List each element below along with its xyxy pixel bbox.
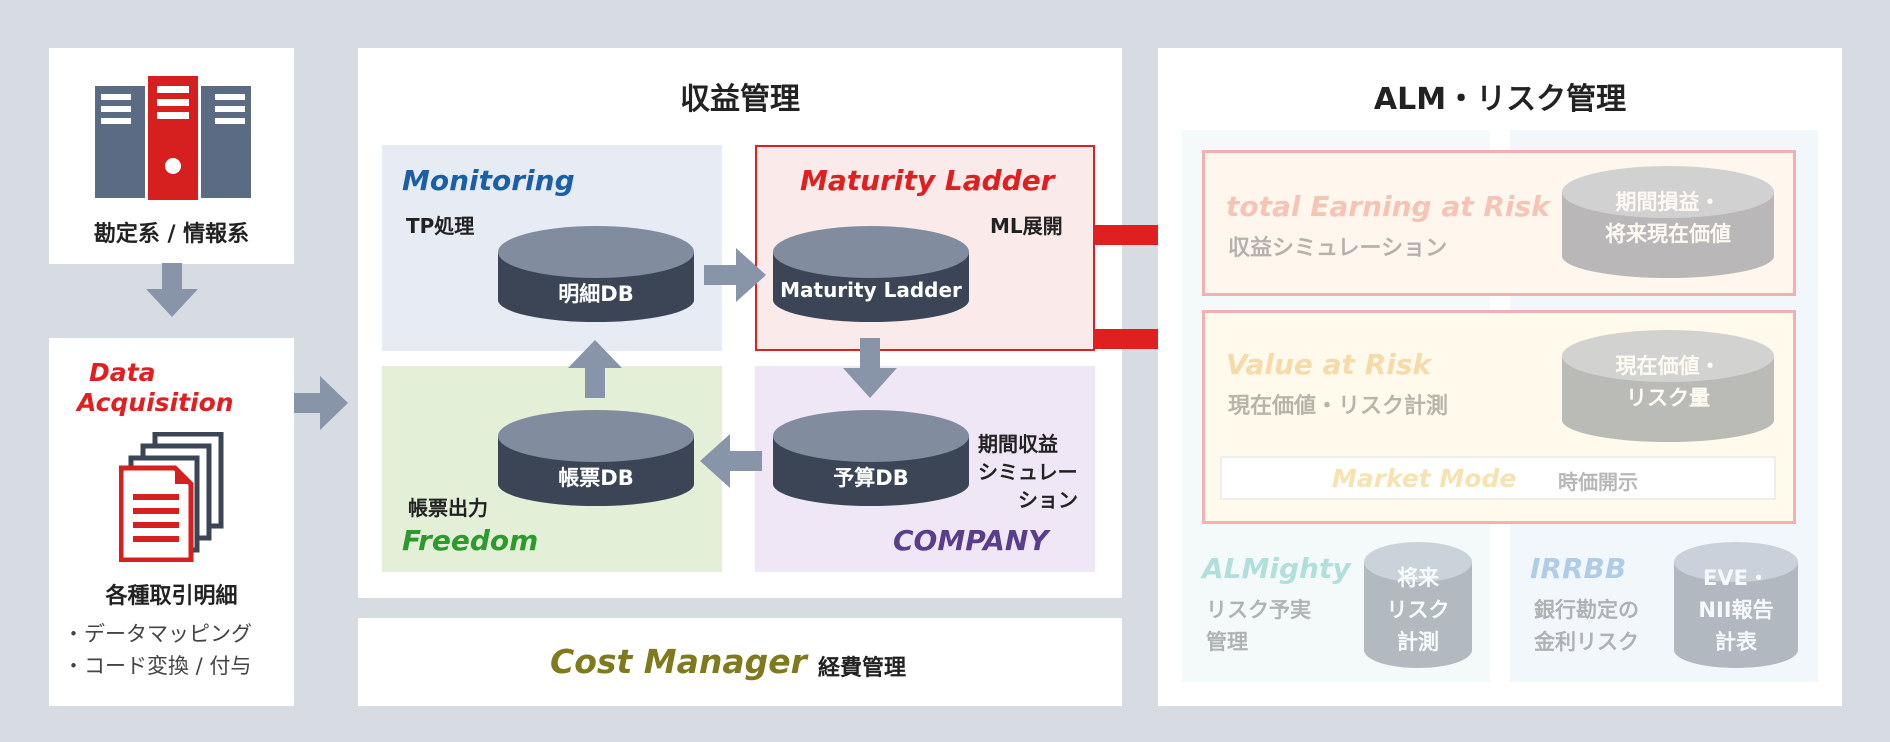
market-mode-box	[1220, 456, 1776, 500]
cost-manager-sub: 経費管理	[818, 656, 907, 681]
irrbb-db-line1: EVE・	[1703, 566, 1769, 590]
maturity-db-label: Maturity Ladder	[780, 278, 962, 302]
freedom-sub: 帳票出力	[408, 496, 488, 520]
meisai-db: 明細DB	[498, 226, 694, 324]
irrbb-db: EVE・ NII報告 計表	[1674, 542, 1798, 670]
yosan-db: 予算DB	[773, 410, 969, 508]
maturity-db: Maturity Ladder	[773, 226, 969, 324]
company-sub-line3: ション	[1018, 488, 1078, 512]
alm-title: ALM・リスク管理	[1373, 82, 1627, 117]
freedom-title: Freedom	[402, 524, 539, 557]
company-sub-line2: シミュレー	[978, 460, 1078, 484]
yosan-db-label: 予算DB	[833, 466, 909, 490]
market-mode-sub: 時価開示	[1558, 470, 1638, 494]
arrow-down-icon	[843, 338, 897, 398]
arrow-up-icon	[568, 340, 622, 398]
bullet-code-conversion: ・コード変換 / 付与	[63, 654, 252, 678]
bullet-mapping: ・データマッピング	[63, 622, 252, 646]
almighty-sub-line1: リスク予実	[1206, 598, 1311, 622]
earnings-title: 収益管理	[680, 82, 800, 117]
meisai-db-label: 明細DB	[558, 282, 634, 306]
tear-title: total Earning at Risk	[1226, 190, 1550, 223]
company-title: COMPANY	[893, 524, 1049, 557]
cost-manager-panel: Cost Manager 経費管理	[358, 618, 1122, 706]
right-arrow-icon	[294, 376, 348, 430]
tear-sub: 収益シミュレーション	[1228, 236, 1448, 261]
arrow-right-icon	[704, 248, 766, 302]
maturity-sub: ML展開	[990, 214, 1063, 238]
data-acquisition-title-line2: Acquisition	[77, 388, 234, 417]
company-sub-line1: 期間収益	[978, 432, 1058, 456]
var-sub: 現在価値・リスク計測	[1228, 394, 1449, 419]
almighty-db-line2: リスク	[1386, 598, 1450, 622]
maturity-title: Maturity Ladder	[800, 164, 1055, 197]
almighty-db: 将来 リスク 計測	[1364, 542, 1472, 670]
source-systems-panel: 勘定系 / 情報系	[49, 48, 294, 264]
arrow-left-icon	[700, 434, 762, 488]
tear-db-line1: 期間損益・	[1615, 190, 1721, 214]
irrbb-db-line2: NII報告	[1698, 598, 1774, 622]
tear-box	[1202, 150, 1796, 296]
monitoring-title: Monitoring	[402, 164, 575, 197]
var-db: 現在価値・ リスク量	[1562, 330, 1774, 444]
alm-panel: ALM・リスク管理 total Earning at Risk 収益シミュレーシ…	[1158, 48, 1842, 706]
documents-icon	[119, 432, 224, 562]
down-arrow-icon	[146, 263, 198, 317]
data-acquisition-panel: Data Acquisition 各種取引明細 ・データマッピング ・コード変換…	[49, 338, 294, 706]
tear-db: 期間損益・ 将来現在価値	[1562, 166, 1774, 280]
irrbb-sub-line2: 金利リスク	[1534, 630, 1639, 654]
monitoring-sub: TP処理	[406, 214, 475, 238]
var-db-line2: リスク量	[1626, 386, 1710, 410]
chohyo-db-label: 帳票DB	[558, 466, 634, 490]
var-db-line1: 現在価値・	[1615, 354, 1721, 378]
market-mode-title: Market Mode	[1332, 464, 1517, 493]
earnings-panel: 収益管理 Monitoring TP処理 Maturity Ladder ML展…	[358, 48, 1122, 598]
var-title: Value at Risk	[1226, 348, 1432, 381]
irrbb-db-line3: 計表	[1715, 630, 1757, 654]
cost-manager-title: Cost Manager	[550, 642, 807, 681]
almighty-db-line3: 計測	[1397, 630, 1439, 654]
irrbb-title: IRRBB	[1530, 552, 1627, 585]
docs-label: 各種取引明細	[105, 584, 238, 609]
tear-db-line2: 将来現在価値	[1605, 222, 1731, 246]
chohyo-db: 帳票DB	[498, 410, 694, 508]
almighty-sub-line2: 管理	[1206, 630, 1248, 654]
almighty-db-line1: 将来	[1397, 566, 1439, 590]
source-label: 勘定系 / 情報系	[93, 222, 250, 247]
almighty-title: ALMighty	[1202, 552, 1351, 585]
server-icon	[95, 76, 251, 200]
irrbb-sub-line1: 銀行勘定の	[1534, 598, 1639, 622]
data-acquisition-title-line1: Data	[89, 358, 156, 387]
